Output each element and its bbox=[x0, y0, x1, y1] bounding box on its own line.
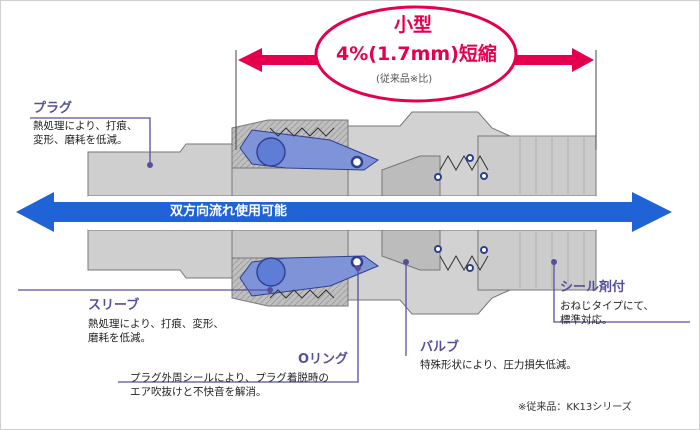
oring-upper bbox=[350, 155, 364, 169]
hex-nut-upper bbox=[477, 135, 597, 197]
seal-desc-line-2: 標準対応。 bbox=[560, 314, 613, 326]
size-badge-reduction: 4%(1.7mm)短縮 bbox=[336, 43, 497, 65]
plug-desc-line-1: 熱処理により、打痕、 bbox=[33, 120, 138, 132]
flow-arrow-label: 双方向流れ使用可能 bbox=[170, 204, 288, 219]
plug-body-lower bbox=[87, 229, 233, 279]
valve-title: バルブ bbox=[420, 340, 460, 355]
footnote: ※従来品：KK13シリーズ bbox=[518, 402, 632, 413]
seal-title: シール剤付 bbox=[560, 280, 626, 295]
plug-body-upper bbox=[87, 143, 233, 197]
coupler-upper-half bbox=[87, 111, 597, 197]
spring-seal-rings-upper bbox=[434, 154, 488, 181]
valve-leader-dot bbox=[403, 259, 409, 265]
size-badge-title: 小型 bbox=[394, 14, 433, 36]
ball-lower bbox=[256, 257, 286, 287]
oring-title: Oリング bbox=[298, 352, 349, 367]
coupler-lower-half bbox=[87, 229, 597, 315]
seal-leader-dot bbox=[551, 259, 557, 265]
oring-leader-line bbox=[118, 268, 359, 383]
seal-leader-line bbox=[553, 262, 690, 323]
plug-desc-line-2: 変形、磨耗を低減。 bbox=[33, 134, 128, 146]
ball-upper bbox=[256, 137, 286, 167]
bidirectional-flow-arrow bbox=[16, 192, 672, 232]
valve-spring-lower bbox=[439, 254, 489, 272]
sleeve-leader-dot bbox=[267, 287, 273, 293]
plug-title: プラグ bbox=[33, 101, 73, 116]
oring-desc-line-1: プラグ外周シールにより、プラグ着脱時の bbox=[130, 372, 329, 384]
oring-desc-line-2: エア吹抜けと不快音を解消。 bbox=[130, 386, 267, 398]
size-badge bbox=[314, 5, 518, 103]
valve-spring-upper bbox=[439, 154, 489, 172]
oring-leader-dot bbox=[355, 265, 361, 271]
size-badge-note: (従来品※比) bbox=[376, 74, 433, 85]
sleeve-title: スリーブ bbox=[88, 298, 140, 313]
sleeve-desc-line-2: 磨耗を低減。 bbox=[88, 332, 151, 344]
plug-leader-dot bbox=[147, 162, 153, 168]
seal-desc-line-1: おねじタイプにて、 bbox=[560, 300, 654, 312]
sleeve-desc-line-1: 熱処理により、打痕、変形、 bbox=[88, 318, 224, 330]
plug-leader-line bbox=[30, 117, 151, 165]
spring-seal-rings-lower bbox=[434, 245, 488, 272]
valve-desc-line-1: 特殊形状により、圧力損失低減。 bbox=[420, 359, 577, 371]
